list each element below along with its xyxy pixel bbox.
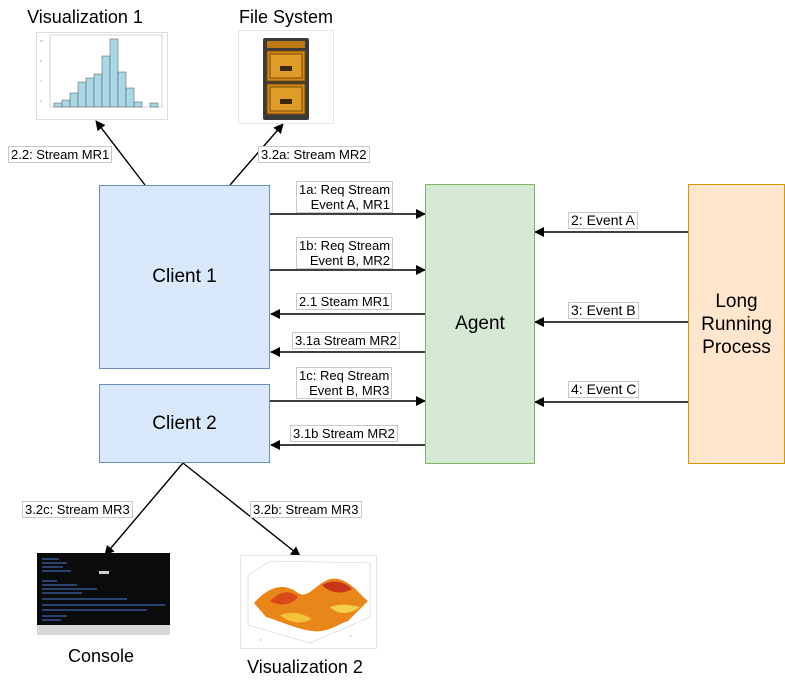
edge-label-event-a: 2: Event A: [568, 212, 638, 229]
edge-label-2-2: 2.2: Stream MR1: [8, 146, 113, 163]
client1-box: Client 1: [99, 185, 270, 369]
edge-label-3-2c: 3.2c: Stream MR3: [22, 501, 133, 518]
process-label: Long Running Process: [701, 290, 772, 358]
file-system-title: File System: [238, 7, 334, 27]
edge-label-1c: 1c: Req Stream Event B, MR3: [296, 367, 393, 399]
edge-label-event-b: 3: Event B: [568, 302, 639, 319]
surface-plot-icon: xy: [240, 555, 377, 649]
edge-label-3-1b: 3.1b Stream MR2: [290, 425, 398, 442]
visualization1-title: Visualization 1: [27, 7, 143, 27]
file-cabinet-icon: [238, 30, 334, 124]
arrow-client1-to-filesystem: [229, 123, 284, 186]
visualization2-title: Visualization 2: [247, 657, 363, 677]
edge-label-1b: 1b: Req Stream Event B, MR2: [296, 237, 394, 269]
edge-label-3-1a: 3.1a Stream MR2: [292, 332, 400, 349]
console-title: Console: [67, 646, 135, 666]
edge-label-event-c: 4: Event C: [568, 381, 640, 398]
arrow-client2-to-console: [104, 462, 184, 556]
svg-text:0: 0: [40, 99, 42, 103]
process-box: Long Running Process: [688, 184, 785, 464]
edge-label-2-1: 2.1 Steam MR1: [296, 293, 393, 310]
cabinet-drawing: [238, 30, 334, 124]
edge-label-1a: 1a: Req Stream Event A, MR1: [296, 181, 394, 213]
terminal-icon: [37, 553, 170, 635]
client2-label: Client 2: [152, 412, 217, 434]
edge-label-3-2b: 3.2b: Stream MR3: [250, 501, 362, 518]
svg-text:x: x: [260, 637, 262, 642]
client2-box: Client 2: [99, 384, 270, 463]
arrow-client2-to-viz2: [182, 462, 301, 557]
client1-label: Client 1: [152, 266, 217, 287]
arrow-client1-to-viz1: [95, 120, 146, 186]
histogram-icon: 10 8 4 0: [36, 32, 168, 120]
console-screenshot: [37, 553, 170, 635]
svg-text:10: 10: [40, 39, 44, 43]
svg-text:4: 4: [40, 79, 42, 83]
svg-text:y: y: [350, 633, 352, 638]
agent-box: Agent: [425, 184, 535, 464]
histogram-thumbnail: 10 8 4 0: [36, 32, 168, 120]
agent-label: Agent: [455, 313, 505, 334]
edge-label-3-2a: 3.2a: Stream MR2: [258, 146, 370, 163]
svg-text:8: 8: [40, 59, 42, 63]
